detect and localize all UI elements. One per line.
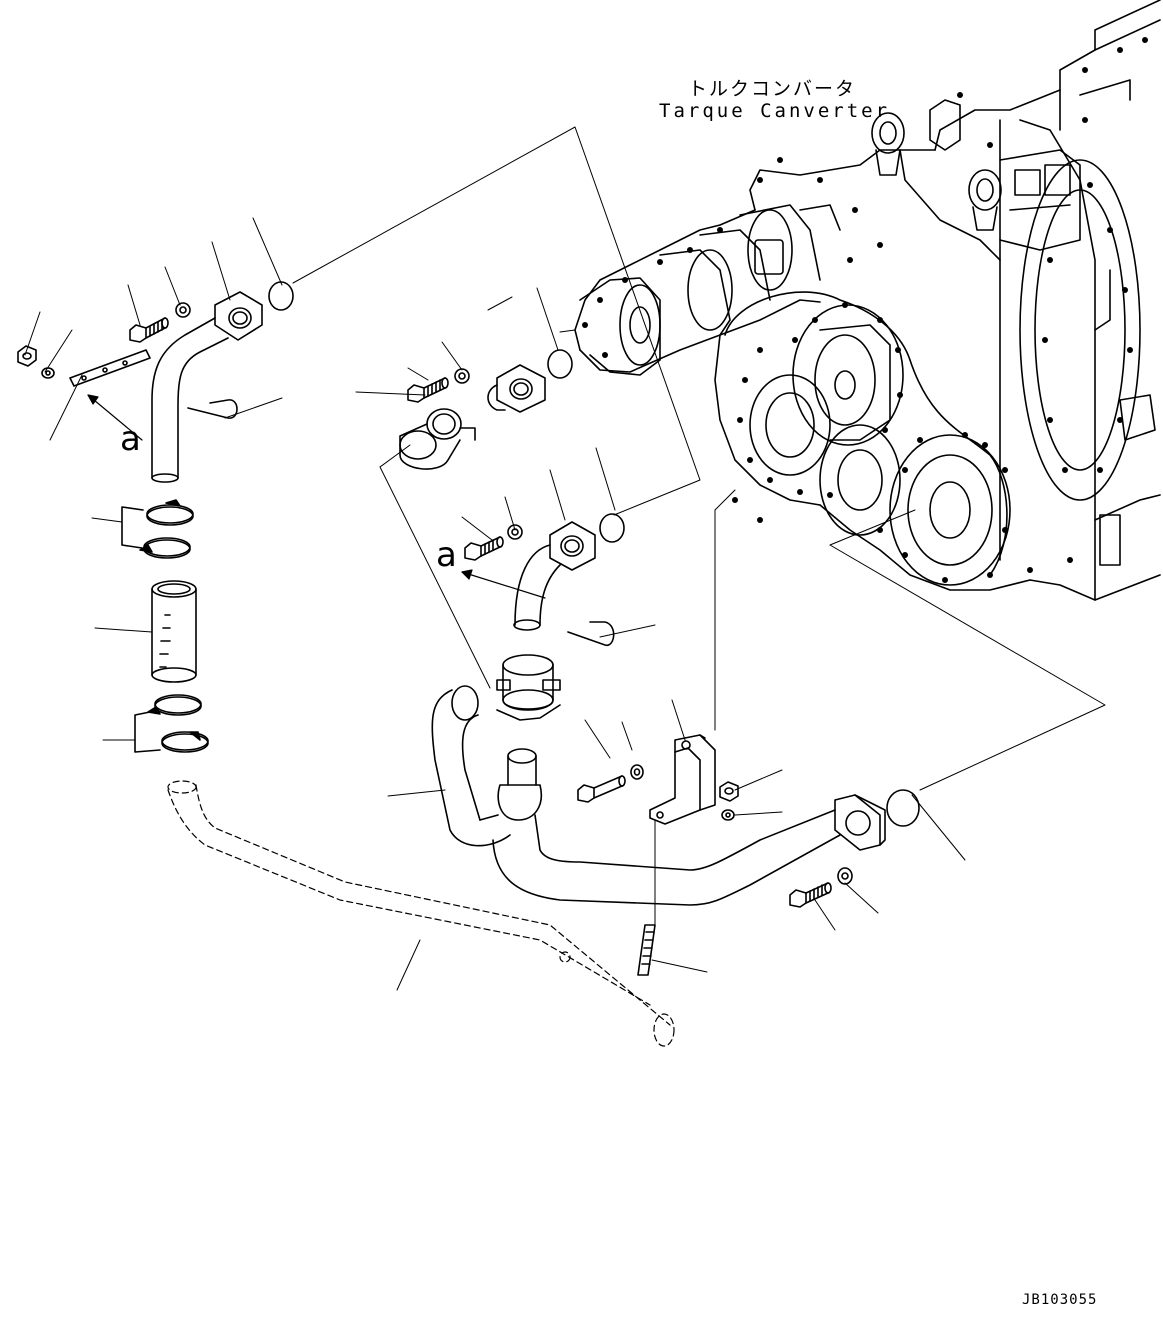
- assembly-leader-lines: [292, 126, 1106, 926]
- mounting-plate: [69, 349, 151, 387]
- elbow-tube-with-flange: [151, 291, 263, 483]
- middle-upper-assembly: [399, 349, 573, 470]
- part-leaders: [24, 217, 966, 991]
- o-ring: [599, 513, 625, 543]
- bent-tube: [431, 685, 511, 847]
- reference-arrows: [87, 394, 546, 599]
- bolt: [789, 882, 832, 908]
- torque-converter-housing: [574, 0, 1161, 601]
- lock-washer: [721, 809, 735, 821]
- nut: [719, 781, 739, 802]
- long-tube: [492, 809, 841, 906]
- washer: [454, 368, 470, 384]
- o-ring: [268, 281, 294, 311]
- mounting-bracket: [649, 734, 716, 825]
- washer: [837, 867, 853, 885]
- dashed-pipe-reference: [167, 780, 675, 1047]
- lock-washer: [41, 367, 55, 379]
- hose-clamp-upper: [121, 499, 194, 559]
- title-japanese: トルクコンバータ: [688, 78, 857, 100]
- pipe-clamp: [496, 654, 561, 721]
- bolt: [129, 317, 169, 343]
- washer: [507, 524, 523, 540]
- reference-letter-a-left: a: [120, 419, 141, 459]
- bracket-assembly: [577, 734, 739, 976]
- reference-letter-a-middle: a: [436, 535, 457, 575]
- hose-clip: [187, 399, 238, 419]
- bottom-pipe-assembly: [431, 654, 920, 908]
- o-ring: [547, 349, 573, 379]
- bolt: [407, 377, 449, 403]
- pipe-joint: [497, 748, 542, 821]
- end-flange: [834, 794, 886, 851]
- elbow-tube-with-flange: [513, 521, 596, 631]
- o-ring: [886, 789, 920, 827]
- washer: [630, 764, 644, 780]
- stud-bolt: [637, 924, 656, 976]
- hose-clip: [567, 621, 615, 646]
- bolt: [464, 536, 504, 561]
- middle-lower-assembly: [464, 513, 625, 646]
- rubber-hose: [151, 580, 197, 683]
- nut: [17, 345, 37, 367]
- bolt: [577, 775, 626, 803]
- drawing-id: JB103055: [1022, 1292, 1098, 1308]
- washer: [175, 302, 191, 318]
- hose-clamp-lower: [134, 694, 209, 753]
- coupling: [399, 408, 476, 470]
- left-tube-assembly: [17, 281, 675, 1047]
- title-english: Tarque Canverter: [659, 100, 891, 122]
- flange-adapter: [487, 364, 546, 413]
